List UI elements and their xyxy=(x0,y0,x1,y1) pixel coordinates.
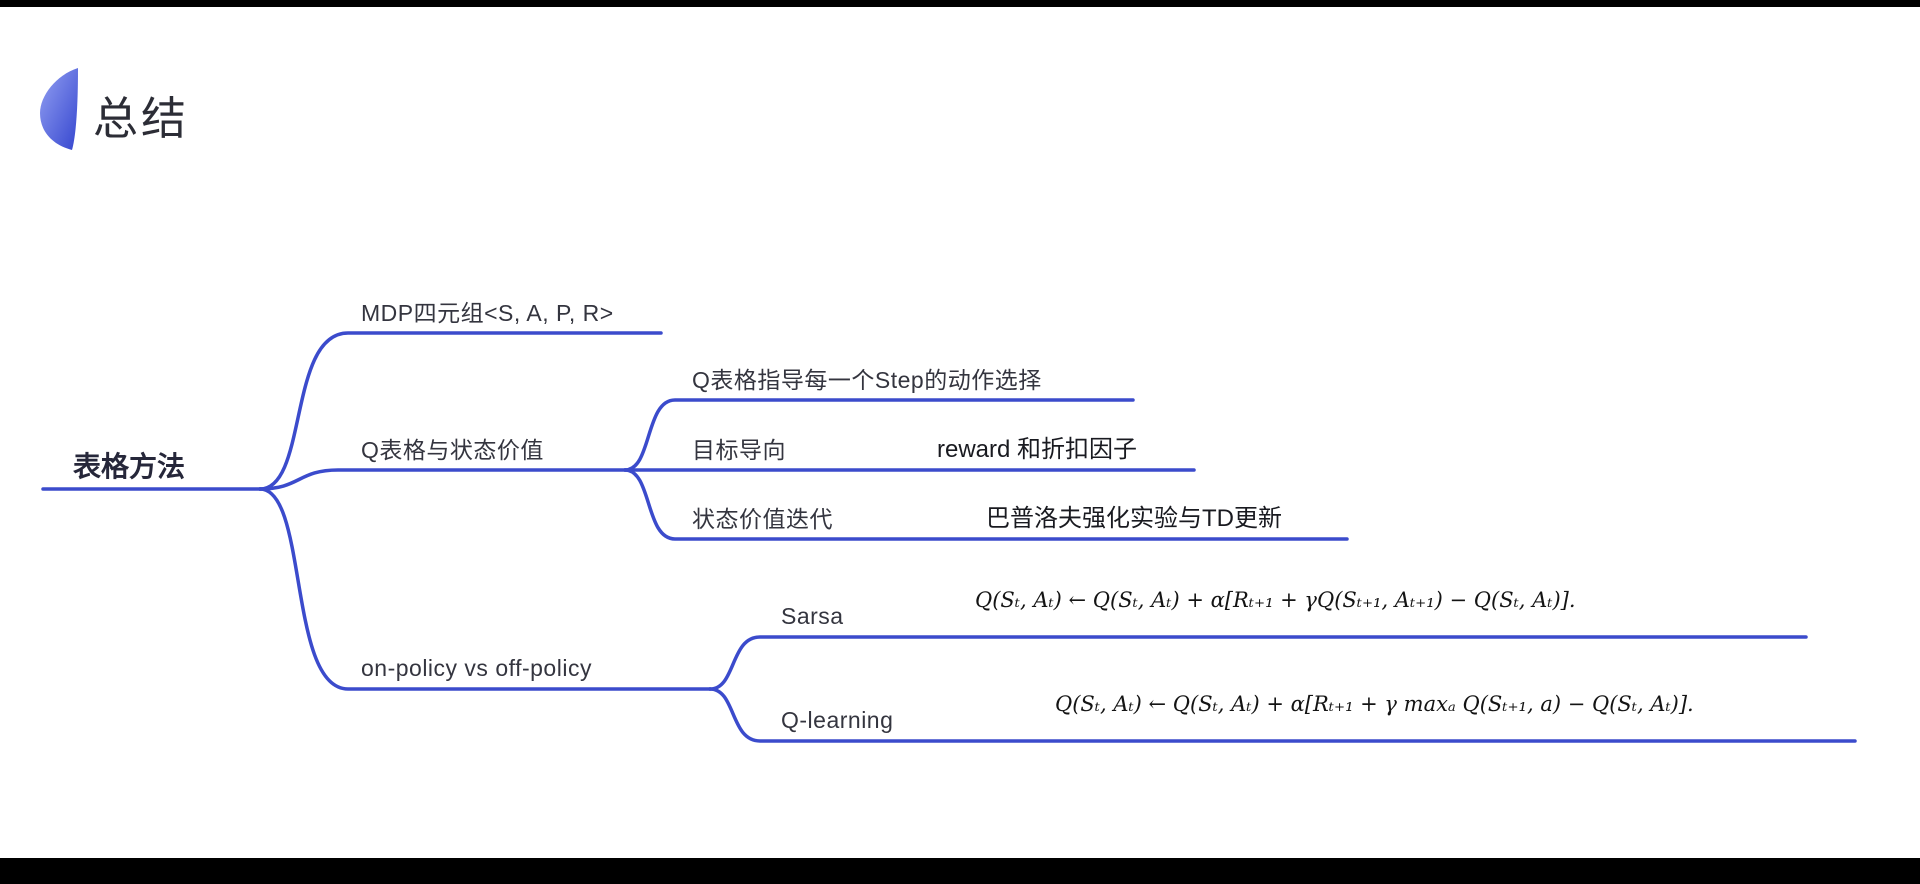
letterbox-bottom xyxy=(0,858,1920,884)
edge-branch-policy xyxy=(258,487,712,691)
note-pavlov-td-update: 巴普洛夫强化实验与TD更新 xyxy=(986,505,1282,532)
note-reward-discount: reward 和折扣因子 xyxy=(937,436,1138,463)
edge-child-qstep xyxy=(623,398,1135,472)
edge-branch-mdp xyxy=(258,331,663,491)
qlearning-update-formula: Q(Sₜ, Aₜ) ← Q(Sₜ, Aₜ) + α[Rₜ₊₁ + γ maxₐ … xyxy=(1055,692,1694,716)
node-state-value-iteration: 状态价值迭代 xyxy=(692,506,833,532)
edge-child-qlearning xyxy=(708,687,1857,743)
node-qlearning: Q-learning xyxy=(781,707,894,733)
edge-child-valueiter xyxy=(623,468,1349,541)
title-leaf-icon xyxy=(40,68,78,150)
letterbox-top xyxy=(0,0,1920,7)
node-qtable-step-action: Q表格指导每一个Step的动作选择 xyxy=(692,367,1042,393)
node-onpolicy-offpolicy: on-policy vs off-policy xyxy=(361,655,592,681)
mindmap-root-node: 表格方法 xyxy=(73,451,186,482)
edge-branch-qtable xyxy=(258,468,627,491)
edge-child-sarsa xyxy=(708,635,1808,691)
sarsa-update-formula: Q(Sₜ, Aₜ) ← Q(Sₜ, Aₜ) + α[Rₜ₊₁ + γQ(Sₜ₊₁… xyxy=(975,588,1576,612)
node-goal-oriented: 目标导向 xyxy=(692,437,786,463)
node-qtable-statevalue: Q表格与状态价值 xyxy=(361,437,544,463)
page-title: 总结 xyxy=(93,93,190,144)
node-sarsa: Sarsa xyxy=(781,603,844,629)
node-mdp-tuple: MDP四元组<S, A, P, R> xyxy=(361,300,614,326)
